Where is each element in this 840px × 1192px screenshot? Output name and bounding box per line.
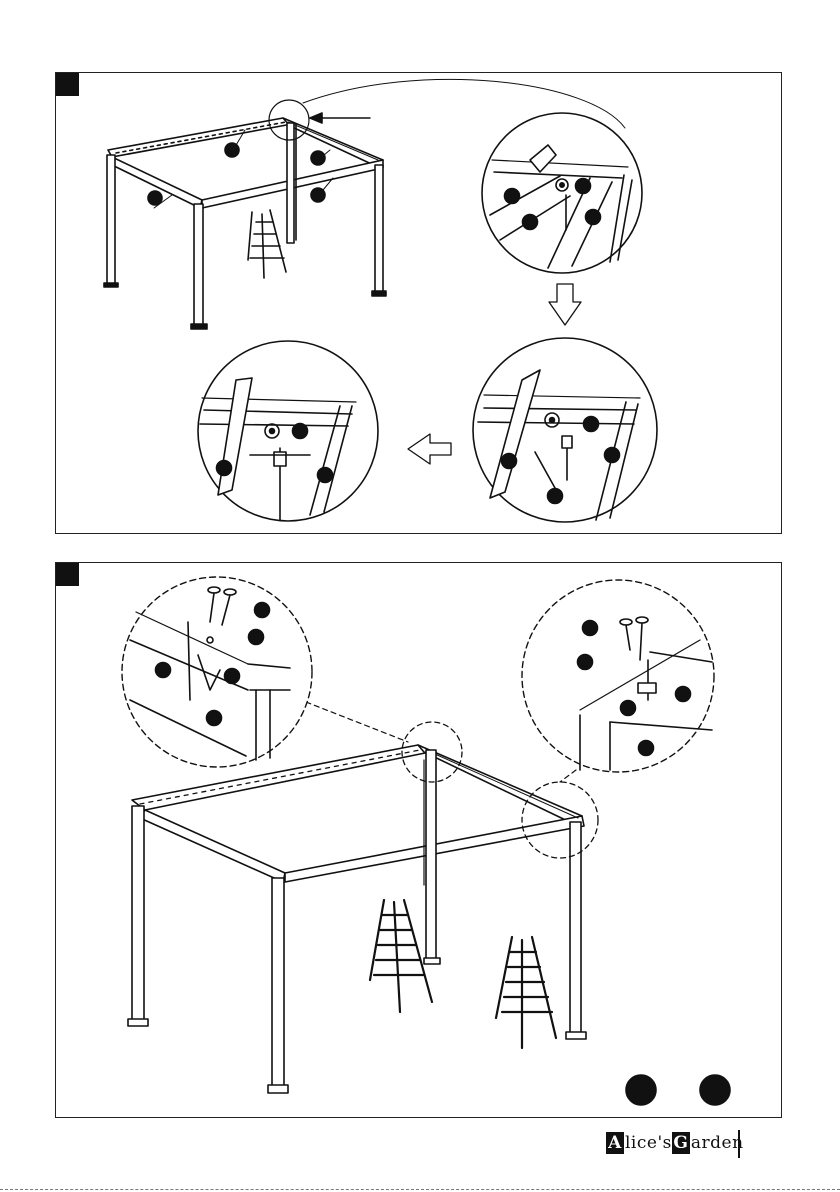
arrow-left-icon <box>408 434 451 464</box>
ladder-icon <box>370 900 432 1012</box>
page-cut-line <box>0 1189 840 1190</box>
detail-circle-a <box>482 113 642 273</box>
pergola-frame-icon <box>104 118 386 329</box>
detail-circle-c <box>198 341 378 521</box>
logo-initial-g: G <box>672 1132 690 1154</box>
pergola-frame-large <box>128 745 586 1093</box>
footer-separator <box>738 1130 740 1158</box>
logo-initial-a: A <box>606 1132 624 1154</box>
logo-text-2: arden <box>691 1133 744 1153</box>
detail-circle-e <box>522 580 714 772</box>
tool-badge-1 <box>626 1075 656 1105</box>
tool-badge-2 <box>700 1075 730 1105</box>
brand-logo: A lice's G arden <box>606 1130 744 1156</box>
logo-text-1: lice's <box>625 1133 672 1153</box>
ladder-icon <box>496 937 556 1048</box>
detail-circle-d <box>122 577 312 767</box>
ladder-icon <box>248 210 286 278</box>
detail-circle-b <box>473 338 657 522</box>
arrow-down-icon <box>549 284 581 325</box>
